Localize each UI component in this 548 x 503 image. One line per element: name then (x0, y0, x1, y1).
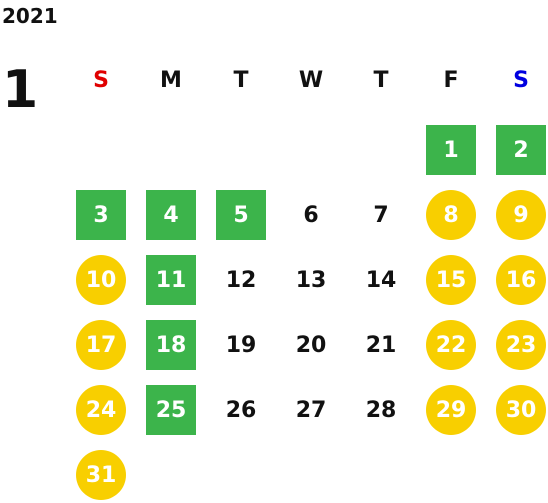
day-cell[interactable]: 27 (295, 397, 327, 423)
day-cell[interactable]: 19 (225, 332, 257, 358)
day-cell[interactable]: 22 (426, 320, 476, 370)
day-cell[interactable]: 20 (295, 332, 327, 358)
day-cell[interactable]: 15 (426, 255, 476, 305)
day-cell[interactable]: 24 (76, 385, 126, 435)
day-cell[interactable]: 28 (365, 397, 397, 423)
day-cell[interactable]: 4 (146, 190, 196, 240)
weekday-header: S (93, 67, 109, 93)
day-cell[interactable]: 9 (496, 190, 546, 240)
day-cell[interactable]: 8 (426, 190, 476, 240)
day-cell[interactable]: 13 (295, 267, 327, 293)
day-cell[interactable]: 2 (496, 125, 546, 175)
day-cell[interactable]: 10 (76, 255, 126, 305)
month-number: 1 (2, 60, 39, 120)
day-cell[interactable]: 23 (496, 320, 546, 370)
day-cell[interactable]: 11 (146, 255, 196, 305)
day-cell[interactable]: 18 (146, 320, 196, 370)
day-cell[interactable]: 29 (426, 385, 476, 435)
day-cell[interactable]: 16 (496, 255, 546, 305)
day-cell[interactable]: 14 (365, 267, 397, 293)
day-cell[interactable]: 7 (373, 202, 389, 228)
year-label: 2021 (2, 4, 58, 28)
day-cell[interactable]: 1 (426, 125, 476, 175)
day-cell[interactable]: 5 (216, 190, 266, 240)
day-cell[interactable]: 6 (303, 202, 319, 228)
weekday-header: S (513, 67, 529, 93)
weekday-header: W (298, 67, 324, 93)
day-cell[interactable]: 26 (225, 397, 257, 423)
day-cell[interactable]: 21 (365, 332, 397, 358)
day-cell[interactable]: 25 (146, 385, 196, 435)
day-cell[interactable]: 31 (76, 450, 126, 500)
weekday-header: T (233, 67, 249, 93)
weekday-header: M (160, 67, 182, 93)
day-cell[interactable]: 3 (76, 190, 126, 240)
day-cell[interactable]: 17 (76, 320, 126, 370)
weekday-header: T (373, 67, 389, 93)
weekday-header: F (443, 67, 459, 93)
day-cell[interactable]: 12 (225, 267, 257, 293)
day-cell[interactable]: 30 (496, 385, 546, 435)
